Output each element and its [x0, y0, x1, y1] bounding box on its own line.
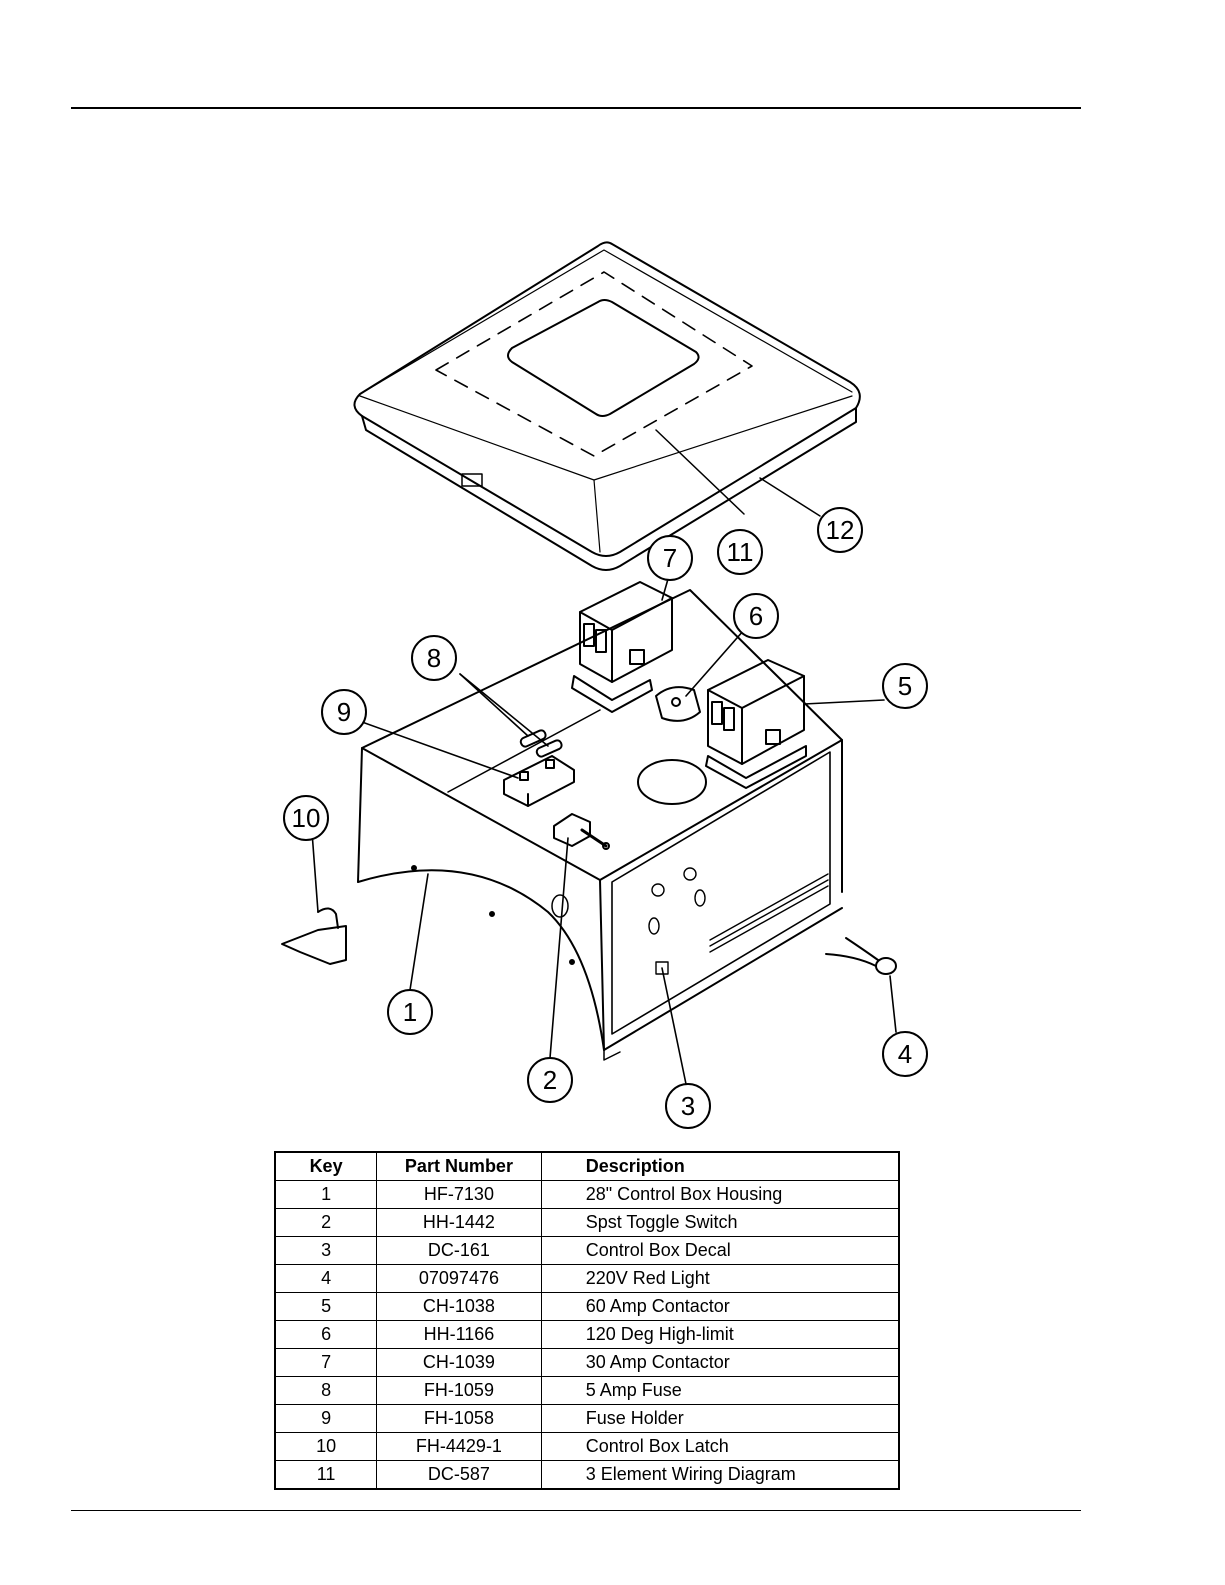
cell-part-number: HH-1442 [376, 1208, 542, 1237]
cell-description: 60 Amp Contactor [540, 1292, 900, 1321]
toggle-switch [553, 813, 610, 850]
callout-10: 10 [292, 803, 321, 833]
header-description: Description [540, 1151, 900, 1181]
high-limit-thermostat [655, 686, 701, 722]
callout-7: 7 [663, 543, 677, 573]
cell-key: 11 [274, 1460, 378, 1490]
callout-5: 5 [898, 671, 912, 701]
callout-4: 4 [898, 1039, 912, 1069]
callout-2: 2 [543, 1065, 557, 1095]
exploded-parts-diagram: 1 2 3 4 5 6 7 8 9 10 11 12 [281, 241, 928, 1129]
cell-key: 2 [274, 1208, 378, 1237]
cell-description: 3 Element Wiring Diagram [540, 1460, 900, 1490]
cell-part-number: DC-161 [376, 1236, 542, 1265]
cell-key: 10 [274, 1432, 378, 1461]
cell-description: 28" Control Box Housing [540, 1180, 900, 1209]
control-box-housing [357, 589, 843, 1061]
cell-description: 30 Amp Contactor [540, 1348, 900, 1377]
cell-part-number: FH-1059 [376, 1376, 542, 1405]
control-box-latch [281, 907, 347, 965]
bottom-rule [71, 1510, 1081, 1511]
cell-part-number: HF-7130 [376, 1180, 542, 1209]
cell-description: Spst Toggle Switch [540, 1208, 900, 1237]
callout-11: 11 [727, 537, 754, 567]
callout-12: 12 [826, 515, 855, 545]
cell-part-number: FH-4429-1 [376, 1432, 542, 1461]
header-part-number: Part Number [376, 1151, 542, 1181]
cell-part-number: 07097476 [376, 1264, 542, 1293]
cell-key: 6 [274, 1320, 378, 1349]
cell-part-number: DC-587 [376, 1460, 542, 1490]
fuse-holder [503, 755, 575, 807]
callout-8: 8 [427, 643, 441, 673]
cell-description: 120 Deg High-limit [540, 1320, 900, 1349]
red-light [825, 937, 897, 975]
top-rule [71, 107, 1081, 109]
cover-lid [353, 241, 861, 571]
callout-1: 1 [403, 997, 417, 1027]
cell-description: 220V Red Light [540, 1264, 900, 1293]
cell-key: 3 [274, 1236, 378, 1265]
cell-description: 5 Amp Fuse [540, 1376, 900, 1405]
contactor-60-amp [705, 659, 807, 789]
cell-part-number: HH-1166 [376, 1320, 542, 1349]
cell-part-number: FH-1058 [376, 1404, 542, 1433]
callout-9: 9 [337, 697, 351, 727]
cell-key: 9 [274, 1404, 378, 1433]
cell-description: Control Box Decal [540, 1236, 900, 1265]
table-header-row: Key Part Number Description [274, 1151, 900, 1181]
cell-key: 1 [274, 1180, 378, 1209]
cell-description: Fuse Holder [540, 1404, 900, 1433]
cell-part-number: CH-1039 [376, 1348, 542, 1377]
cell-key: 5 [274, 1292, 378, 1321]
callout-3: 3 [681, 1091, 695, 1121]
header-key: Key [274, 1151, 378, 1181]
callout-6: 6 [749, 601, 763, 631]
cell-key: 8 [274, 1376, 378, 1405]
cell-description: Control Box Latch [540, 1432, 900, 1461]
cell-part-number: CH-1038 [376, 1292, 542, 1321]
fuses [519, 729, 563, 758]
contactor-30-amp [571, 581, 673, 713]
cell-key: 4 [274, 1264, 378, 1293]
leader-lines [311, 571, 897, 1085]
cell-key: 7 [274, 1348, 378, 1377]
